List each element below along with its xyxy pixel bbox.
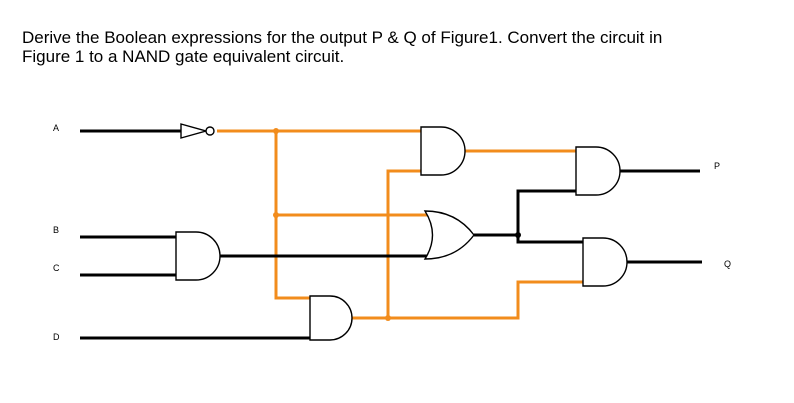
junction-dot (273, 128, 279, 134)
and-gate-q (582, 237, 628, 287)
wire-and-d-out (350, 169, 421, 320)
input-label-a: A (53, 123, 59, 133)
output-label-q: Q (724, 259, 731, 269)
or-gate (423, 210, 475, 260)
wire-not-a-bus (274, 131, 310, 300)
input-label-c: C (53, 263, 60, 273)
junction-dot (273, 212, 279, 218)
junction-dot (515, 232, 521, 238)
not-gate-bubble (205, 126, 215, 136)
question-text: Derive the Boolean expressions for the o… (22, 28, 762, 66)
question-line-1: Derive the Boolean expressions for the o… (22, 28, 663, 47)
and-gate-p (575, 146, 621, 196)
not-gate (180, 123, 209, 139)
input-label-d: D (53, 332, 60, 342)
output-label-p: P (714, 161, 720, 171)
wire-or-to-q (516, 235, 583, 244)
wire-or-branch (516, 189, 576, 235)
and-gate-top (420, 126, 466, 176)
wire-and-d-to-q (388, 280, 583, 320)
junction-dot (385, 315, 391, 321)
input-label-b: B (53, 225, 59, 235)
and-gate-a-d (309, 295, 353, 341)
question-line-2: Figure 1 to a NAND gate equivalent circu… (22, 47, 345, 66)
and-gate-bc (175, 231, 221, 281)
